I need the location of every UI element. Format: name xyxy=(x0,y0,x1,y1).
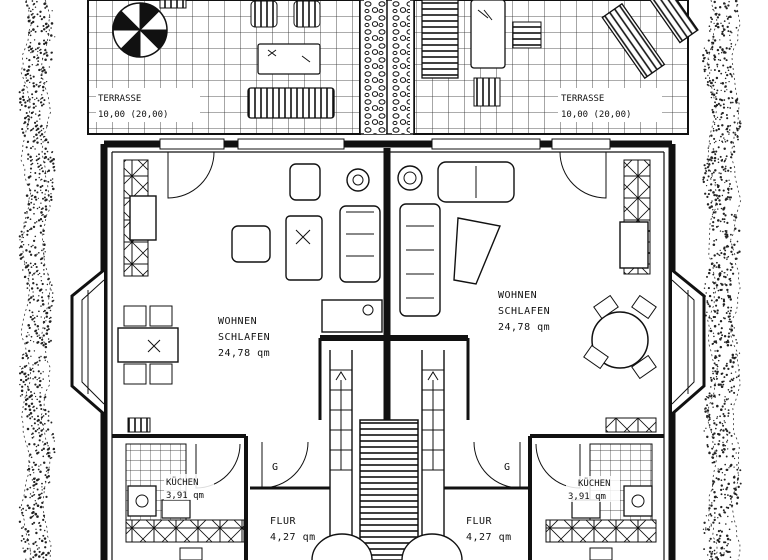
terrace-area-right: 10,00 (20,00) xyxy=(561,110,631,120)
hall-label-right: FLUR xyxy=(466,516,493,527)
living-label-left: WOHNEN xyxy=(218,316,257,327)
terrace-label-right: TERRASSE xyxy=(561,94,604,104)
left-furniture xyxy=(117,159,383,433)
stone-path xyxy=(359,0,415,135)
staircase xyxy=(329,350,445,560)
kitchen-label-right: KÜCHEN xyxy=(578,478,611,489)
wardrobe-label-right: G xyxy=(504,462,511,473)
kitchen-area-left: 3,91 qm xyxy=(166,491,204,501)
bay-window-right xyxy=(671,268,706,416)
terrace-label-left: TERRASSE xyxy=(98,94,141,104)
terrace-area-left: 10,00 (20,00) xyxy=(98,110,168,120)
bay-window-left xyxy=(70,268,105,416)
terrace-chair-icon xyxy=(159,0,335,119)
right-furniture xyxy=(397,159,657,433)
hall-label-left: FLUR xyxy=(270,516,297,527)
hedge-left xyxy=(18,0,56,560)
entrance-steps xyxy=(179,533,613,560)
hedge-right xyxy=(702,0,742,560)
parasol-icon xyxy=(112,2,168,58)
living-area-right: 24,78 qm xyxy=(498,322,550,333)
hall-area-right: 4,27 qm xyxy=(466,532,512,543)
sun-lounger-icon xyxy=(421,0,699,107)
interior-walls xyxy=(112,434,664,560)
kitchen-area-right: 3,91 qm xyxy=(568,492,606,502)
sleeping-label-left: SCHLAFEN xyxy=(218,332,270,343)
living-area-left: 24,78 qm xyxy=(218,348,270,359)
sleeping-label-right: SCHLAFEN xyxy=(498,306,550,317)
kitchen-label-left: KÜCHEN xyxy=(166,477,199,488)
living-label-right: WOHNEN xyxy=(498,290,537,301)
wardrobe-label-left: G xyxy=(272,462,279,473)
terrace-doors xyxy=(159,138,611,199)
hall-area-left: 4,27 qm xyxy=(270,532,316,543)
